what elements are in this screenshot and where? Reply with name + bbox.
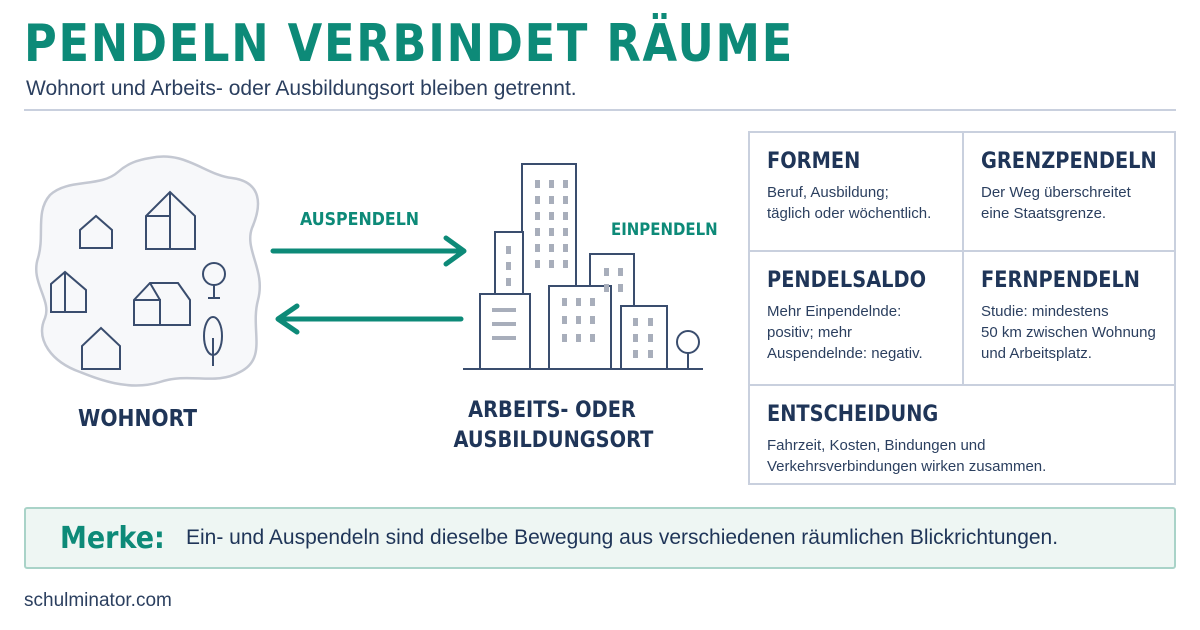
page-subtitle: Wohnort und Arbeits- oder Ausbildungsort… [26, 77, 577, 100]
house-icon [79, 214, 113, 249]
card-entscheidung: ENTSCHEIDUNG Fahrzeit, Kosten, Bindungen… [750, 384, 1174, 483]
card-title: FORMEN [767, 149, 861, 174]
source-credit: schulminator.com [24, 590, 172, 611]
tree-icon [203, 316, 223, 366]
card-text: Beruf, Ausbildung; täglich oder wöchentl… [767, 184, 932, 222]
wohnort-label: WOHNORT [78, 406, 198, 432]
house-icon [133, 282, 191, 326]
house-icon [50, 270, 87, 313]
einpendeln-label: EINPENDELN [611, 220, 718, 240]
home-area-blob [35, 155, 261, 387]
tree-icon [202, 262, 226, 299]
merke-keyword: Merke: [60, 521, 165, 556]
merke-box: Merke: Ein- und Auspendeln sind dieselbe… [24, 507, 1176, 569]
card-text: Mehr Einpendelnde: positiv; mehr Auspend… [767, 303, 923, 362]
divider [24, 109, 1176, 111]
merke-text: Ein- und Auspendeln sind dieselbe Bewegu… [186, 526, 1059, 549]
card-grenzpendeln: GRENZPENDELN Der Weg überschreitet eine … [962, 133, 1174, 250]
house-icon [145, 190, 196, 250]
card-title: PENDELSALDO [767, 268, 927, 293]
card-fernpendeln: FERNPENDELN Studie: mindestens 50 km zwi… [962, 250, 1174, 384]
card-title: ENTSCHEIDUNG [767, 402, 939, 427]
info-card-grid: FORMEN Beruf, Ausbildung; täglich oder w… [748, 131, 1176, 485]
auspendeln-label: AUSPENDELN [300, 209, 420, 230]
auspendeln-arrow [270, 235, 467, 267]
card-title: FERNPENDELN [981, 268, 1141, 293]
city-windows [492, 180, 653, 358]
commute-diagram [35, 155, 703, 387]
card-formen: FORMEN Beruf, Ausbildung; täglich oder w… [750, 133, 962, 250]
card-text: Fahrzeit, Kosten, Bindungen und Verkehrs… [767, 437, 1047, 475]
card-text: Der Weg überschreitet eine Staatsgrenze. [981, 184, 1131, 222]
card-text: Studie: mindestens 50 km zwischen Wohnun… [981, 303, 1156, 362]
einpendeln-arrow [275, 303, 464, 335]
card-title: GRENZPENDELN [981, 149, 1157, 174]
house-icon [81, 326, 121, 370]
page-title: PENDELN VERBINDET RÄUME [24, 14, 794, 74]
arbeitsort-label: ARBEITS- ODER AUSBILDUNGSORT [453, 398, 654, 453]
card-pendelsaldo: PENDELSALDO Mehr Einpendelnde: positiv; … [750, 250, 962, 384]
